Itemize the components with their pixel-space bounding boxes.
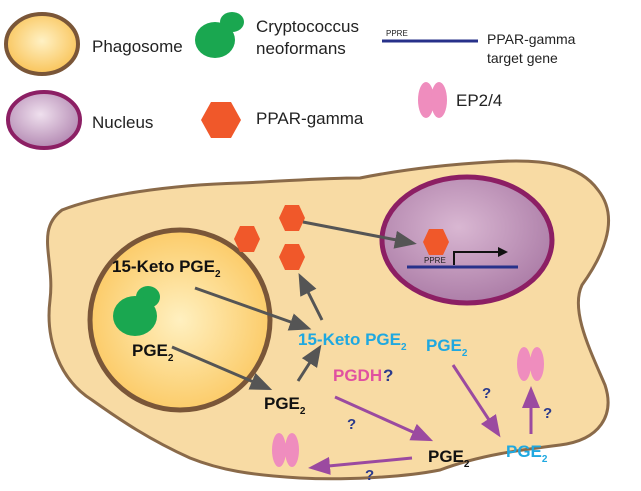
arrow-keto-to-center — [194, 286, 312, 331]
ep-receptor-bottom — [272, 433, 299, 467]
legend-nucleus-label: Nucleus — [92, 113, 153, 132]
legend-ppar-icon — [201, 102, 241, 138]
transcription-start-arrow — [453, 251, 500, 265]
arrow-bottom-to-receptor — [308, 456, 413, 475]
question-mark-3: ? — [543, 405, 552, 422]
label-pge2-center: PGE2 — [264, 394, 306, 417]
arrow-pge2-right-down — [451, 364, 501, 438]
legend-target-gene-label-1: PPAR-gamma — [487, 31, 576, 47]
arrow-pge2-up-to-keto — [296, 344, 322, 382]
label-keto-pge2-center: 15-Keto PGE2 — [298, 330, 407, 353]
legend-target-gene-label-2: target gene — [487, 50, 558, 66]
ppar-gamma-hexagon-1 — [279, 205, 305, 231]
label-pge2-right-bottom: PGE2 — [506, 442, 548, 465]
ppar-gamma-nucleus — [423, 229, 449, 255]
label-pgdh-question: ? — [383, 366, 393, 385]
legend-phagosome-icon — [4, 12, 80, 76]
ep-receptor-right — [517, 347, 544, 381]
legend-cryptococcus-label-2: neoformans — [256, 39, 346, 58]
nucleus-ppre-label: PPRE — [424, 256, 446, 265]
label-pge2-right-top: PGE2 — [426, 336, 468, 359]
phagosome — [87, 227, 273, 413]
legend-ppar-label: PPAR-gamma — [256, 109, 364, 128]
ppar-gamma-hexagon-3 — [279, 244, 305, 270]
arrow-pge2-to-bottom — [334, 395, 434, 442]
legend-ep-label: EP2/4 — [456, 91, 502, 110]
arrow-pge2-to-center — [171, 345, 273, 390]
legend-ppre-small: PPRE — [386, 29, 408, 38]
label-pge2-bottom: PGE2 — [428, 447, 470, 470]
question-mark-2: ? — [482, 385, 491, 402]
question-mark-4: ? — [365, 467, 374, 484]
arrow-ppar-to-nucleus — [302, 220, 417, 249]
cryptococcus-cell — [113, 286, 160, 336]
label-keto-pge2-phagosome: 15-Keto PGE2 — [112, 257, 221, 280]
question-mark-1: ? — [347, 416, 356, 433]
legend-ep-receptor-icon — [418, 82, 447, 118]
nucleus — [379, 174, 555, 306]
label-pge2-phagosome: PGE2 — [132, 341, 174, 364]
legend-cryptococcus-label-1: Cryptococcus — [256, 17, 359, 36]
legend-phagosome-label: Phagosome — [92, 37, 183, 56]
legend-cryptococcus-icon — [195, 12, 244, 58]
ppar-gamma-hexagon-2 — [234, 226, 260, 252]
legend-nucleus-icon — [6, 90, 82, 150]
arrow-keto-up-to-ppar — [298, 273, 324, 321]
label-pgdh: PGDH — [333, 366, 382, 385]
transcription-arrowhead-icon — [498, 247, 508, 257]
